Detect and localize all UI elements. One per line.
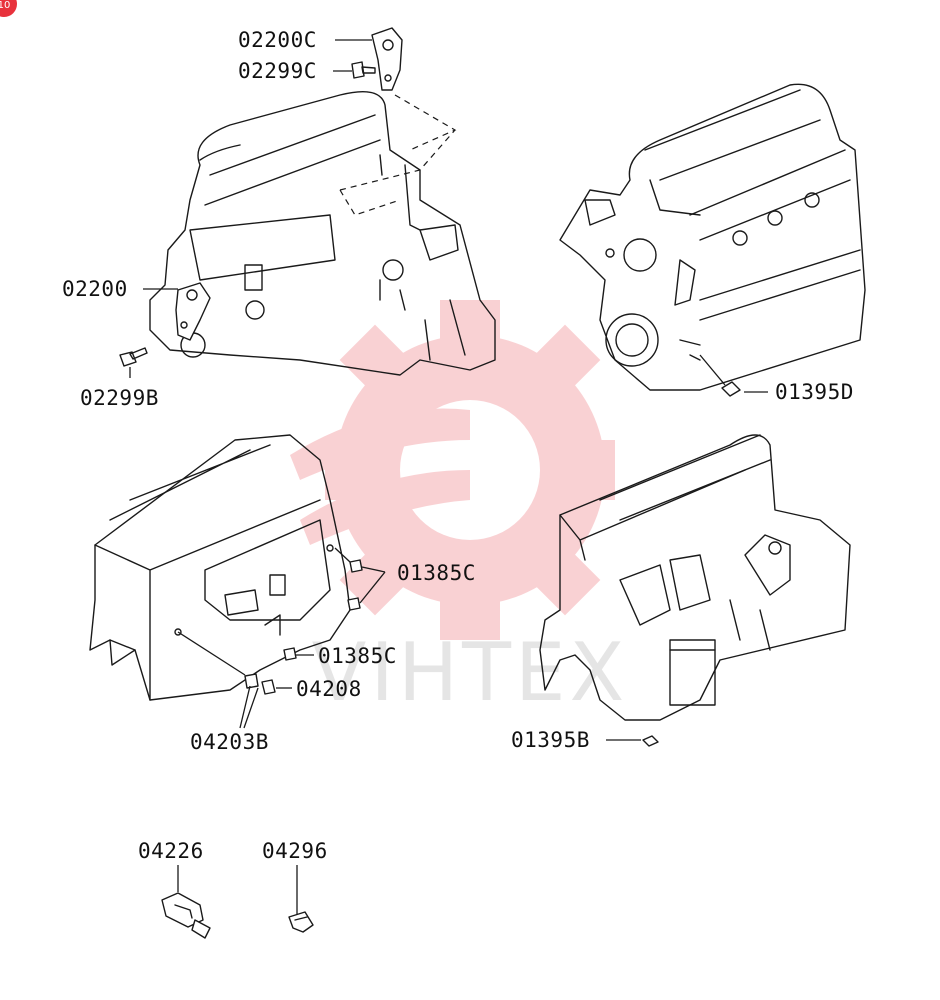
plug-01385c-upper-icon xyxy=(349,559,363,573)
temperature-sensor-04296-icon xyxy=(288,911,314,933)
part-label-02200c: 02200C xyxy=(238,28,317,52)
pressure-sensor-04226-icon xyxy=(161,892,204,928)
plug-04208-icon xyxy=(261,679,276,695)
sensor-04226 xyxy=(161,865,211,939)
part-labels: 02200C 02299C 02200 02299B 01395D 01385C… xyxy=(62,28,854,863)
part-label-01395b: 01395B xyxy=(511,728,590,752)
bolt-02299b-icon xyxy=(119,347,148,367)
corner-badge: 10 xyxy=(0,0,17,17)
bracket-02200c-icon xyxy=(371,27,403,91)
sensor-04296 xyxy=(288,865,314,933)
engine-block-lower-left xyxy=(89,434,363,701)
corner-badge-text: 10 xyxy=(0,0,10,11)
watermark-swoosh-upper xyxy=(290,408,470,480)
bolt-02299c-icon xyxy=(351,61,376,79)
part-label-04208: 04208 xyxy=(296,677,362,701)
plug-01395b-icon xyxy=(642,735,659,747)
part-label-01385c-upper: 01385C xyxy=(397,561,476,585)
drain-cock-04203b-icon xyxy=(244,673,259,689)
engine-upper-left xyxy=(119,27,496,378)
bracket-02200-icon xyxy=(175,282,211,341)
part-label-02299c: 02299C xyxy=(238,59,317,83)
part-label-02299b: 02299B xyxy=(80,386,159,410)
engine-upper-right xyxy=(559,83,866,397)
watermark-swoosh-lower xyxy=(300,470,470,545)
watermark-text: VIHTEX xyxy=(312,626,629,719)
plug-01385c-middle-icon xyxy=(347,597,361,611)
part-label-01385c-lower: 01385C xyxy=(318,644,397,668)
part-label-02200: 02200 xyxy=(62,277,128,301)
plug-01385c-lower-icon xyxy=(283,647,297,661)
plug-01395d-icon xyxy=(721,381,741,397)
engine-block-lower-right xyxy=(539,434,851,747)
corner-badge-circle xyxy=(0,0,17,17)
part-label-01395d: 01395D xyxy=(775,380,854,404)
leader-lines xyxy=(143,39,768,741)
part-label-04296: 04296 xyxy=(262,839,328,863)
part-label-04203b: 04203B xyxy=(190,730,269,754)
part-label-04226: 04226 xyxy=(138,839,204,863)
